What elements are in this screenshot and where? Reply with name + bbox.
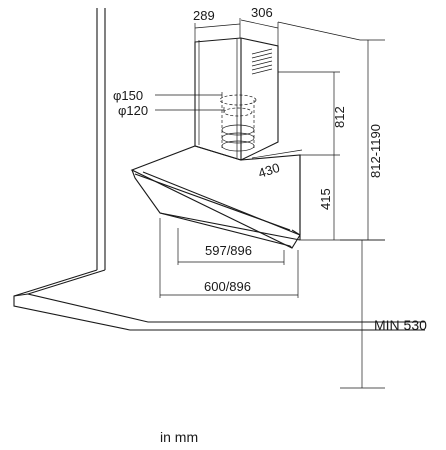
label-600-896: 600/896: [204, 279, 251, 294]
dim-min-clearance: [340, 239, 385, 389]
label-812-1190: 812-1190: [368, 124, 383, 178]
label-min-530: MIN 530: [374, 317, 427, 333]
label-812: 812: [332, 106, 347, 128]
label-289: 289: [193, 8, 215, 23]
label-597-896: 597/896: [205, 243, 252, 258]
dim-outer-width: [159, 218, 299, 298]
wall: [96, 8, 106, 270]
worktop: [13, 269, 425, 331]
label-415: 415: [318, 188, 333, 210]
dim-canopy-height: [300, 155, 340, 241]
units-note: in mm: [160, 429, 198, 445]
dim-outlet-leaders: [155, 92, 225, 113]
chimney: [194, 37, 279, 161]
vent-grille: [251, 48, 273, 75]
duct-outlet: [219, 94, 257, 152]
dim-canopy-depth: [251, 149, 303, 159]
dim-chimney-height: [278, 71, 340, 156]
label-phi150: φ150: [113, 88, 143, 103]
label-306: 306: [251, 5, 273, 20]
dim-chimney-width: [240, 19, 361, 46]
label-430: 430: [256, 160, 281, 181]
dim-chimney-depth: [194, 18, 241, 42]
dim-inner-width: [177, 228, 285, 265]
label-phi120: φ120: [118, 103, 148, 118]
